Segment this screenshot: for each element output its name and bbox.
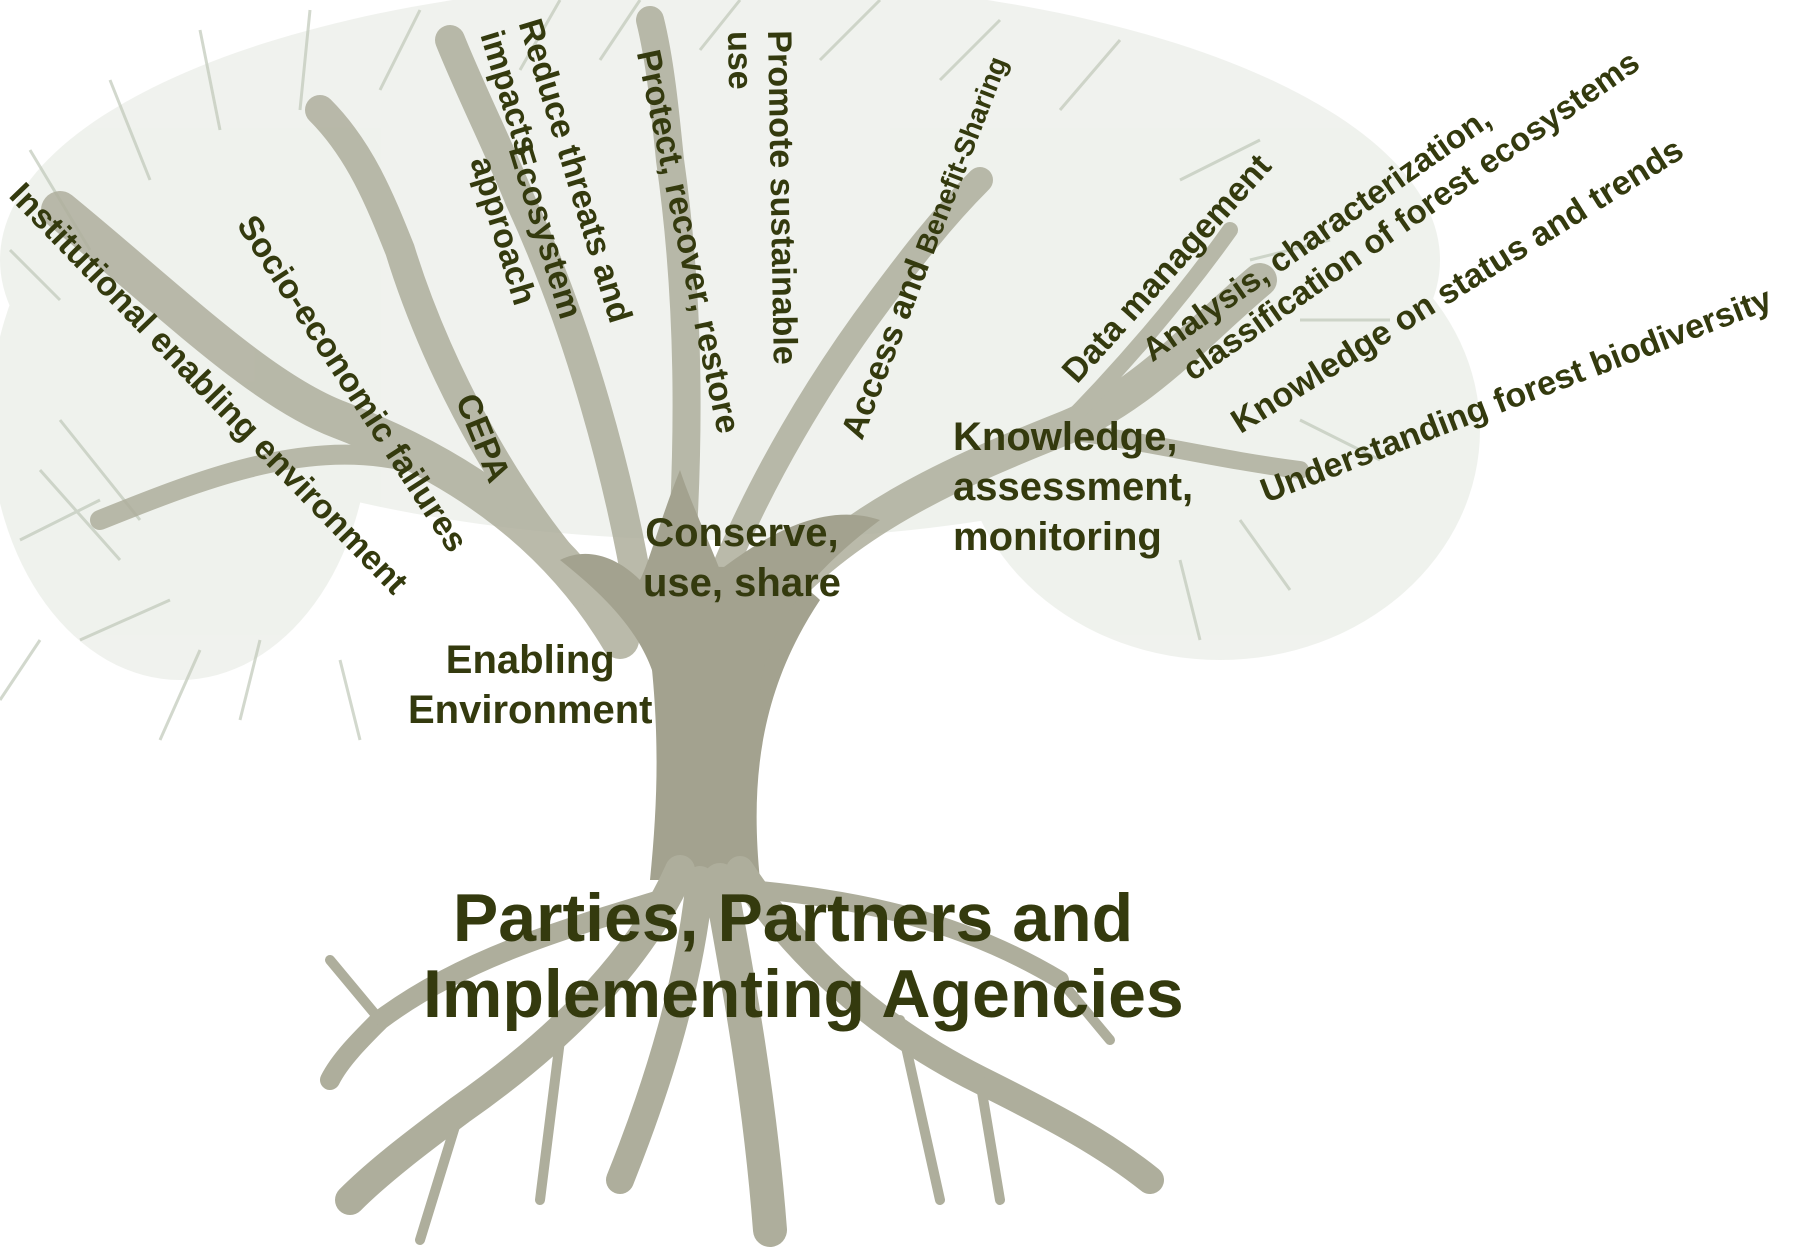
hub-conserve-line1: Conserve, [645,511,839,555]
root-heading-line1: Parties, Partners and [452,880,1134,956]
root-heading-line2: Implementing Agencies [423,956,1184,1033]
root-heading: Parties, Partners and Implementing Agenc… [423,880,1184,1033]
branch-promote-line1: Promote sustainable [760,30,804,366]
hub-conserve-line2: use, share [643,561,841,605]
trunk-upper [560,470,880,700]
hub-conserve-use-share: Conserve, use, share [643,508,841,608]
branch-promote-sustainable-use: Promote sustainable use [719,30,805,366]
canopy [0,0,1480,680]
hub-enabling-environment: Enabling Environment [408,635,652,735]
roots [320,855,1164,1247]
hub-knowledge-line2: assessment, [953,465,1194,509]
hub-enabling-line2: Environment [408,688,653,732]
hub-knowledge-assessment-monitoring: Knowledge, assessment, monitoring [953,412,1193,562]
hub-knowledge-line3: monitoring [953,515,1162,559]
branch-promote-line2: use [719,30,759,90]
hub-enabling-line1: Enabling [445,638,615,682]
hub-knowledge-line1: Knowledge, [953,415,1178,459]
